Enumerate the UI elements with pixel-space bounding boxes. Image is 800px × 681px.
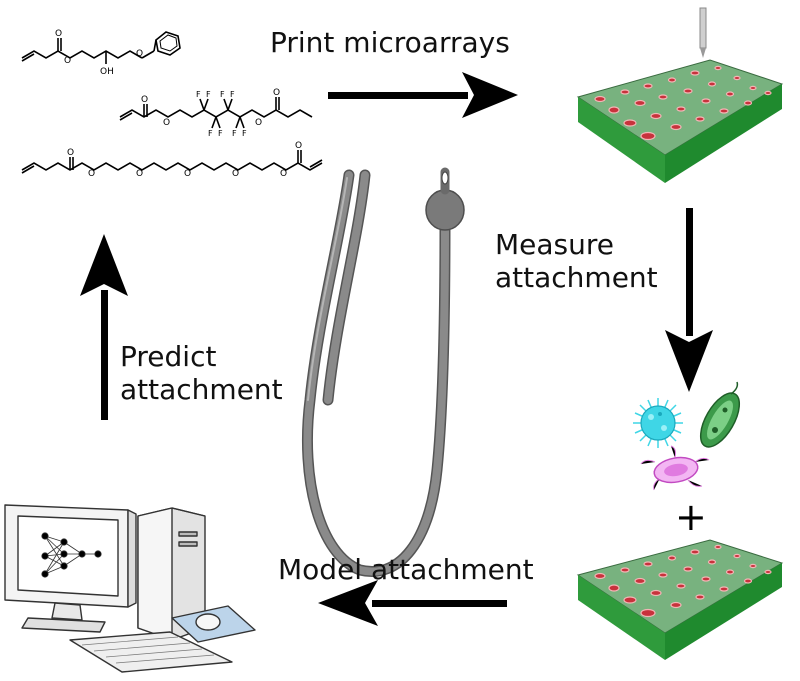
pink-bacterium-icon [640, 445, 710, 491]
molecule-phenyl-acrylate [21, 31, 181, 64]
catheter-tip-eye [441, 171, 449, 185]
green-bacillus-icon [699, 381, 741, 448]
oxygen-label: O [67, 148, 74, 158]
oxygen-label: O [184, 169, 191, 179]
label-predict-line2: attachment [120, 373, 283, 406]
fluorine-label: F [220, 90, 225, 99]
label-predict-attachment: Predict attachment [120, 340, 283, 406]
oxygen-label: O [280, 169, 287, 179]
computer-illustration [4, 504, 256, 673]
oxygen-label: O [273, 88, 280, 98]
molecule-atom-labels: O O OH O O O O O F F F F F F F F O O O O… [55, 29, 302, 179]
cyan-coccus-icon [633, 398, 683, 448]
hydroxyl-label: OH [100, 67, 114, 77]
oxygen-label: O [55, 29, 62, 39]
oxygen-label: O [88, 169, 95, 179]
molecule-fluoro-diacrylate [119, 97, 313, 129]
oxygen-label: O [232, 169, 239, 179]
oxygen-label: O [136, 169, 143, 179]
label-measure-line1: Measure [495, 228, 614, 261]
fluorine-label: F [242, 129, 247, 138]
plus-sign: + [675, 495, 707, 539]
polymer-spots [594, 65, 772, 141]
polymer-spots [594, 544, 772, 618]
fluorine-label: F [218, 129, 223, 138]
catheter-balloon [425, 189, 465, 231]
oxygen-label: O [255, 118, 262, 128]
fluorine-label: F [208, 129, 213, 138]
label-predict-line1: Predict [120, 340, 217, 373]
oxygen-label: O [136, 49, 143, 59]
label-model-attachment: Model attachment [278, 553, 534, 586]
arrow-down-measure [665, 208, 713, 392]
mouse-icon [195, 613, 221, 631]
arrow-up-predict [80, 234, 128, 420]
microarray-slide-top [576, 7, 784, 183]
oxygen-label: O [141, 95, 148, 105]
neural-network-icon [41, 532, 102, 578]
label-print-microarrays: Print microarrays [270, 26, 510, 59]
oxygen-label: O [295, 141, 302, 151]
oxygen-label: O [163, 118, 170, 128]
label-measure-line2: attachment [495, 261, 658, 294]
printing-pin [699, 7, 707, 58]
molecule-peg-diacrylate [21, 150, 323, 174]
fluorine-label: F [206, 90, 211, 99]
monomer-structures [21, 31, 323, 174]
bacteria-cluster [633, 381, 741, 491]
label-model-text: Model attachment [278, 553, 534, 586]
fluorine-label: F [232, 129, 237, 138]
arrow-left-model [318, 580, 507, 626]
workflow-arrows [80, 72, 713, 626]
microarray-slide-bottom [576, 539, 784, 660]
label-measure-attachment: Measure attachment [495, 228, 658, 294]
label-print-text: Print microarrays [270, 26, 510, 59]
catheter-illustration [302, 167, 465, 577]
oxygen-label: O [64, 56, 71, 66]
fluorine-label: F [196, 90, 201, 99]
arrow-right-print [328, 72, 518, 118]
fluorine-label: F [230, 90, 235, 99]
